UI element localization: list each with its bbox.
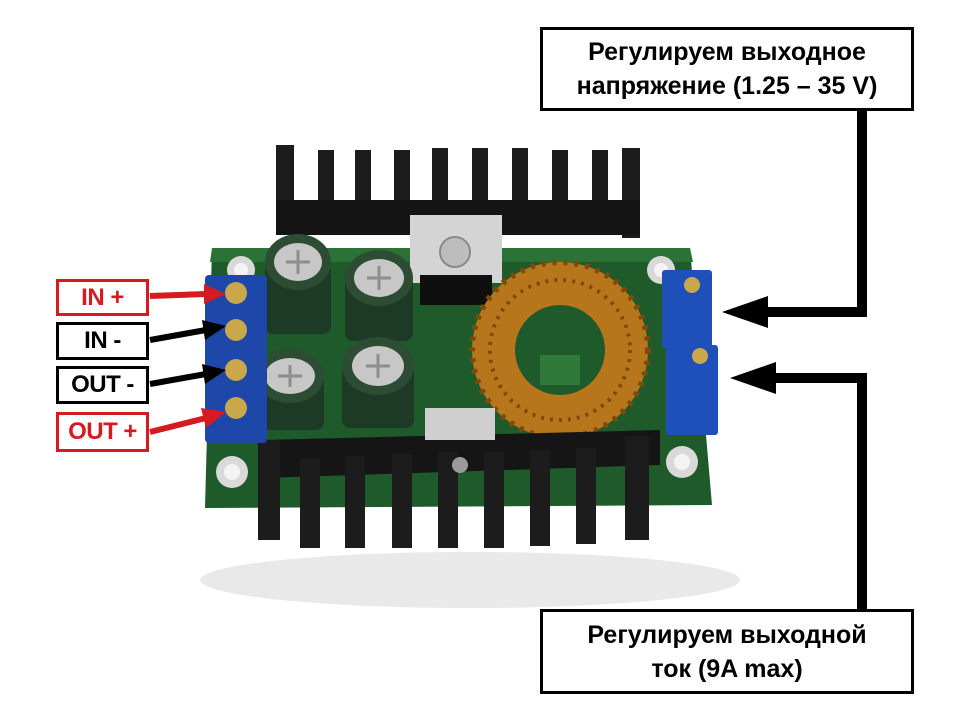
terminal-screw (225, 282, 247, 304)
arrow-out-minus (149, 364, 226, 387)
label-out-minus-text: OUT - (71, 371, 134, 398)
electrolytic-capacitor (265, 234, 331, 334)
arrow-out-plus (149, 408, 226, 435)
arrow-voltage-adjust (722, 108, 867, 328)
label-in-plus: IN + (56, 279, 149, 316)
board-shadow (200, 552, 740, 608)
toroidal-inductor (469, 259, 651, 441)
arrow-current-adjust (730, 362, 867, 612)
bottom-heatsink (258, 408, 660, 548)
voltage-callout-line1: Регулируем выходное (588, 38, 866, 66)
mounting-hole (666, 446, 698, 478)
electrolytic-capacitor (342, 337, 414, 428)
terminal-screw (225, 319, 247, 341)
mounting-hole (216, 456, 248, 488)
current-callout: Регулируем выходной ток (9A max) (540, 609, 914, 694)
screw-terminal-block (205, 275, 267, 443)
electrolytic-capacitor (256, 349, 324, 430)
terminal-screw (225, 359, 247, 381)
arrow-in-minus (149, 320, 226, 343)
voltage-callout-line2: напряжение (1.25 – 35 V) (576, 72, 878, 100)
voltage-callout: Регулируем выходное напряжение (1.25 – 3… (540, 27, 914, 111)
arrow-in-plus (149, 284, 226, 304)
label-in-minus: IN - (56, 322, 149, 360)
current-callout-line1: Регулируем выходной (587, 620, 867, 649)
label-out-minus: OUT - (56, 366, 149, 404)
current-potentiometer (666, 345, 718, 435)
label-out-plus-text: OUT + (68, 418, 137, 445)
current-callout-line2: ток (9A max) (651, 654, 803, 683)
label-out-plus: OUT + (56, 412, 149, 452)
electrolytic-capacitor (345, 250, 413, 341)
voltage-potentiometer (662, 270, 712, 348)
label-in-minus-text: IN - (84, 327, 121, 354)
top-heatsink (276, 145, 640, 305)
terminal-screw (225, 397, 247, 419)
label-in-plus-text: IN + (81, 283, 124, 311)
